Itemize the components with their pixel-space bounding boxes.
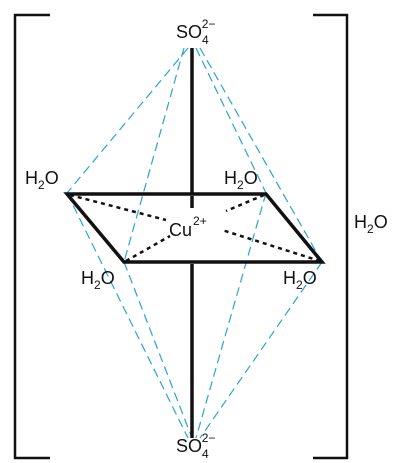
edge-bottom-left-front <box>123 261 193 439</box>
sulfate-bottom-label: SO42− <box>176 431 215 461</box>
copper-ion-label: Cu2+ <box>169 214 207 240</box>
square-planar-face <box>63 192 326 264</box>
edge-bottom-left-back <box>66 192 189 439</box>
edge-bottom-right-back <box>195 192 267 439</box>
water-right-back-label: H2O <box>224 168 258 192</box>
edge-top-left-back <box>66 47 189 194</box>
bond-cu-right-back <box>225 193 265 213</box>
water-left-back-label: H2O <box>25 168 59 192</box>
water-outside-label: H2O <box>354 212 388 236</box>
bond-cu-left-back <box>69 193 167 222</box>
water-right-front-label: H2O <box>283 268 317 292</box>
bond-cu-left-front <box>125 234 171 263</box>
edge-top-right-back <box>195 47 267 194</box>
left-bracket <box>13 13 50 460</box>
edge-top-right-front <box>199 47 323 263</box>
sulfate-top-label: SO42− <box>176 17 215 47</box>
water-left-front-label: H2O <box>81 268 115 292</box>
inner-dotted-bonds <box>69 193 321 263</box>
edge-bottom-right-front <box>199 261 323 439</box>
bond-cu-right-front <box>221 228 321 263</box>
right-bracket <box>313 13 349 460</box>
edge-top-left-front <box>123 47 185 263</box>
octahedron-edges <box>66 47 323 439</box>
